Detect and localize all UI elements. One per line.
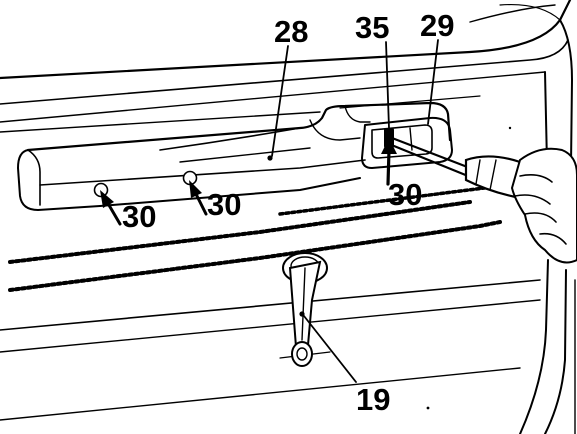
callout-19: 19 [356,382,390,417]
arrows [100,138,397,226]
callout-30-middle: 30 [207,187,241,222]
hand [510,147,577,264]
leader-lines [271,39,439,383]
lower-panel [0,126,541,421]
callout-30-left: 30 [122,199,156,234]
seal-strips [8,184,502,292]
window-crank [282,252,328,367]
callout-30-right: 30 [388,177,422,212]
callout-28: 28 [274,14,308,49]
callout-labels: 28 35 29 30 30 30 19 [122,8,454,417]
callout-35: 35 [355,10,389,45]
callout-29: 29 [420,8,454,43]
